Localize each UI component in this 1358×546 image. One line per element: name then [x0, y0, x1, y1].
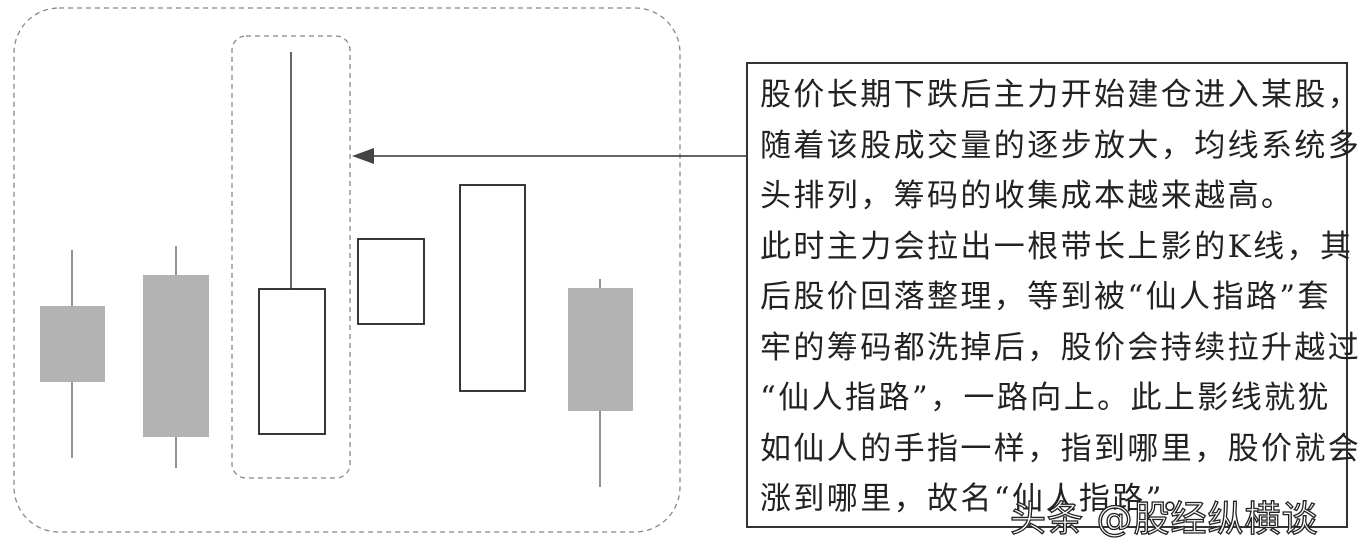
candle-4-body	[357, 238, 425, 325]
description-line: 牢的筹码都洗掉后，股价会持续拉升越过	[760, 329, 1358, 366]
candle-2	[143, 246, 209, 468]
description-line: “仙人指路”，一路向上。此上影线就犹	[760, 380, 1331, 416]
outer-dashed-frame	[13, 7, 681, 533]
description-line: 后股价回落整理，等到被“仙人指路”套	[760, 279, 1331, 315]
description-line: 随着该股成交量的逐步放大，均线系统多	[760, 127, 1358, 164]
description-box: 股价长期下跌后主力开始建仓进入某股， 随着该股成交量的逐步放大，均线系统多 头排…	[746, 62, 1358, 528]
candle-5-body	[459, 184, 526, 392]
description-line: 此时主力会拉出一根带长上影的K线，其	[760, 228, 1354, 265]
description-line: 涨到哪里，故名“仙人指路”。	[760, 481, 1198, 517]
highlight-dashed-frame	[231, 35, 351, 479]
candle-1-body	[40, 306, 105, 382]
candle-3-body	[258, 288, 326, 435]
pointer-arrow	[352, 148, 746, 164]
candle-4	[357, 238, 425, 325]
candle-6	[568, 279, 633, 487]
description-line: 如仙人的手指一样，指到哪里，股价就会	[760, 430, 1358, 467]
candle-3-long-upper-shadow	[258, 52, 326, 435]
description-line: 股价长期下跌后主力开始建仓进入某股，	[760, 77, 1358, 113]
description-line: 头排列，筹码的收集成本越来越高。	[760, 178, 1295, 214]
watermark: 头条 @股经纵横谈	[1009, 498, 1319, 540]
candle-5	[459, 184, 526, 392]
candle-6-body	[568, 288, 633, 411]
candle-2-body	[143, 275, 209, 437]
candle-1	[40, 250, 105, 458]
arrowhead-icon	[352, 148, 374, 164]
